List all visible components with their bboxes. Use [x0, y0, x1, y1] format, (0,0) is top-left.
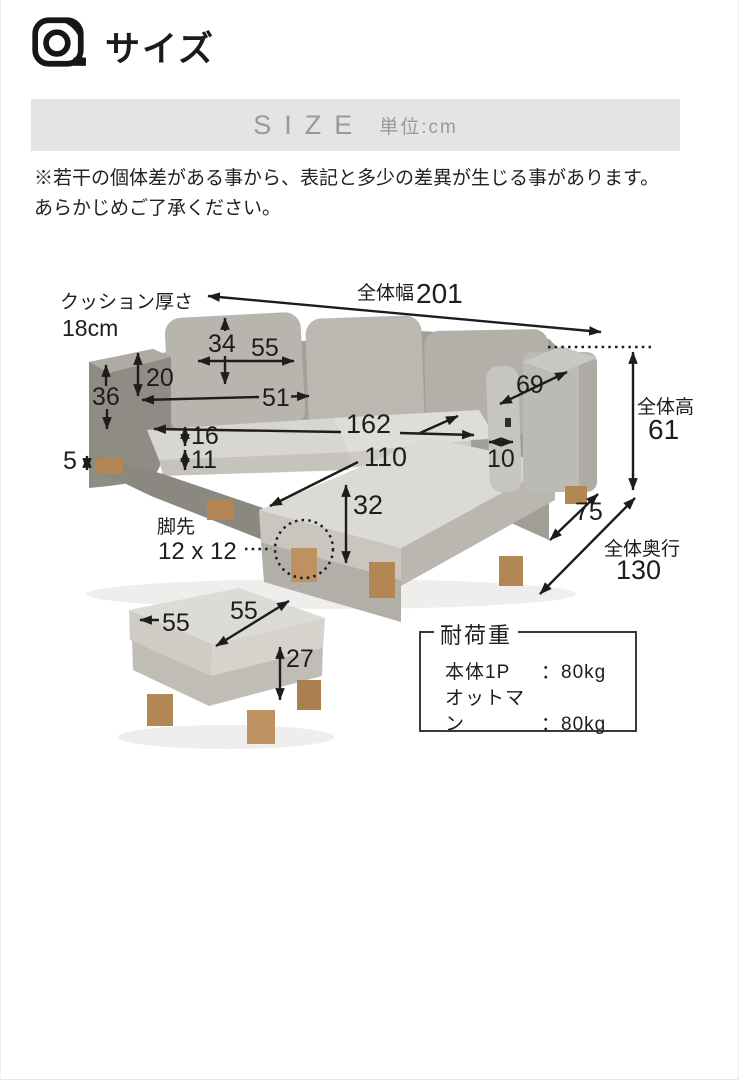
ottoman-base — [132, 638, 323, 706]
overall-depth-label: 全体奥行 — [604, 538, 680, 560]
dim-ottoman-height: 27 — [275, 645, 314, 701]
size-section-bar: SIZE 単位:cm — [31, 99, 680, 151]
dim-overall-height: 全体高 61 — [548, 345, 694, 491]
dim-cushion-thickness: クッション厚さ 18cm — [60, 291, 193, 341]
ottoman-leg-left — [147, 694, 173, 726]
ottoman-leg-right — [297, 680, 321, 710]
chaise-length-value: 110 — [364, 442, 407, 472]
left-armrest — [89, 349, 171, 488]
right-seat-width-value: 75 — [575, 498, 603, 526]
dim-base-height: 11 — [180, 446, 217, 474]
disclaimer-line-2: あらかじめご了承ください。 — [34, 198, 282, 219]
disclaimer-line-1: ※若干の個体差がある事から、表記と多少の差異が生じる事があります。 — [34, 168, 660, 189]
chaise-cushion-top — [259, 438, 555, 548]
dim-armrest-height: 36 — [92, 364, 120, 430]
back-cushion-middle — [305, 315, 425, 433]
dim-overall-width: 全体幅 201 — [207, 278, 602, 336]
sofa-illustration — [86, 312, 597, 622]
load-capacity-row-main: 本体1P ：80kg — [445, 660, 635, 686]
dim-leg-height: 5 — [63, 447, 92, 475]
back-cushion-height-value: 34 — [208, 330, 236, 358]
chaise-leg-rear — [499, 556, 523, 586]
chaise-right-side — [401, 464, 555, 586]
dim-ottoman-width: 55 — [139, 609, 190, 637]
leg-size-value: 12 x 12 — [158, 538, 237, 565]
back-cushion-width-value: 55 — [251, 334, 279, 362]
load-capacity-box: 耐荷重 本体1P：80kg オットマン：80kg — [419, 618, 637, 735]
tape-mouth — [73, 57, 86, 66]
ottoman-height-value: 27 — [286, 645, 314, 673]
dim-right-seat-width: 75 — [549, 493, 603, 541]
armrest-width-value: 10 — [487, 445, 515, 473]
overall-depth-value: 130 — [616, 555, 661, 585]
dim-chaise-length: 110 — [269, 414, 459, 508]
inner-width-value: 162 — [346, 409, 391, 439]
disclaimer-text: ※若干の個体差がある事から、表記と多少の差異が生じる事があります。 あらかじめご… — [34, 164, 719, 224]
overall-width-label: 全体幅 — [357, 282, 414, 304]
dim-ottoman-depth: 55 — [215, 597, 290, 648]
right-armrest-top — [523, 346, 597, 374]
overall-height-value: 61 — [648, 414, 679, 445]
load-row-value: 80kg — [561, 714, 607, 735]
load-row-label: 本体1P — [445, 662, 511, 683]
leg-highlight-circle — [273, 518, 335, 580]
load-row-value: 80kg — [561, 662, 607, 683]
sofa-leg-middle — [207, 500, 233, 520]
leg-height-value: 5 — [63, 447, 77, 475]
ottoman-cushion-right-side — [211, 618, 325, 676]
dim-leg-size: 脚先 12 x 12 — [157, 516, 335, 580]
dim-seat-depth: 51 — [141, 384, 310, 412]
right-armrest-outer — [579, 356, 597, 490]
arm-to-seat-value: 20 — [146, 364, 174, 392]
leg-size-label: 脚先 — [157, 516, 195, 538]
fabric-tag — [505, 418, 511, 427]
dim-chaise-height: 32 — [341, 484, 383, 564]
overall-width-value: 201 — [416, 278, 463, 309]
dim-armrest-top-length: 69 — [499, 370, 568, 406]
load-capacity-row-ottoman: オットマン ：80kg — [445, 686, 635, 738]
overall-height-label: 全体高 — [637, 396, 694, 418]
page-title: サイズ — [105, 30, 215, 69]
cushion-thickness-label: クッション厚さ — [60, 291, 193, 313]
dim-back-cushion-width: 55 — [197, 334, 295, 366]
ottoman-shadow — [118, 725, 334, 749]
ottoman-leg-front — [247, 710, 275, 744]
seat-cushion-thickness-value: 16 — [191, 422, 219, 450]
load-row-label: オットマン — [445, 688, 526, 735]
chaise-height-value: 32 — [353, 490, 383, 520]
armrest-top-length-value: 69 — [516, 371, 544, 399]
size-bar-title: SIZE — [253, 109, 366, 140]
load-capacity-title: 耐荷重 — [434, 618, 519, 650]
seat-depth-value: 51 — [262, 384, 290, 412]
sofa-leg-left — [95, 458, 123, 474]
size-bar-unit: 単位:cm — [379, 116, 458, 138]
dim-arm-to-seat: 20 — [133, 352, 174, 397]
dim-overall-depth: 全体奥行 130 — [539, 497, 680, 595]
load-row-separator: ： — [541, 662, 562, 683]
seat-cushion-left-side — [159, 452, 349, 476]
chaise-cushion-side — [259, 510, 401, 580]
ottoman-cushion-left-side — [129, 610, 213, 676]
dim-back-cushion-height: 34 — [208, 317, 236, 385]
chaise-leg-right — [369, 562, 395, 598]
ottoman-depth-value: 55 — [230, 597, 258, 625]
tape-corner — [57, 20, 81, 44]
armrest-height-value: 36 — [92, 383, 120, 411]
cushion-thickness-value: 18cm — [62, 315, 118, 341]
back-cushion-left — [164, 312, 306, 432]
load-row-separator: ： — [541, 714, 562, 735]
base-height-value: 11 — [191, 446, 217, 474]
measuring-tape-icon — [32, 17, 86, 67]
ottoman-width-value: 55 — [162, 609, 190, 637]
dim-armrest-width: 10 — [487, 437, 515, 473]
dim-seat-cushion-thickness: 16 — [180, 422, 219, 450]
